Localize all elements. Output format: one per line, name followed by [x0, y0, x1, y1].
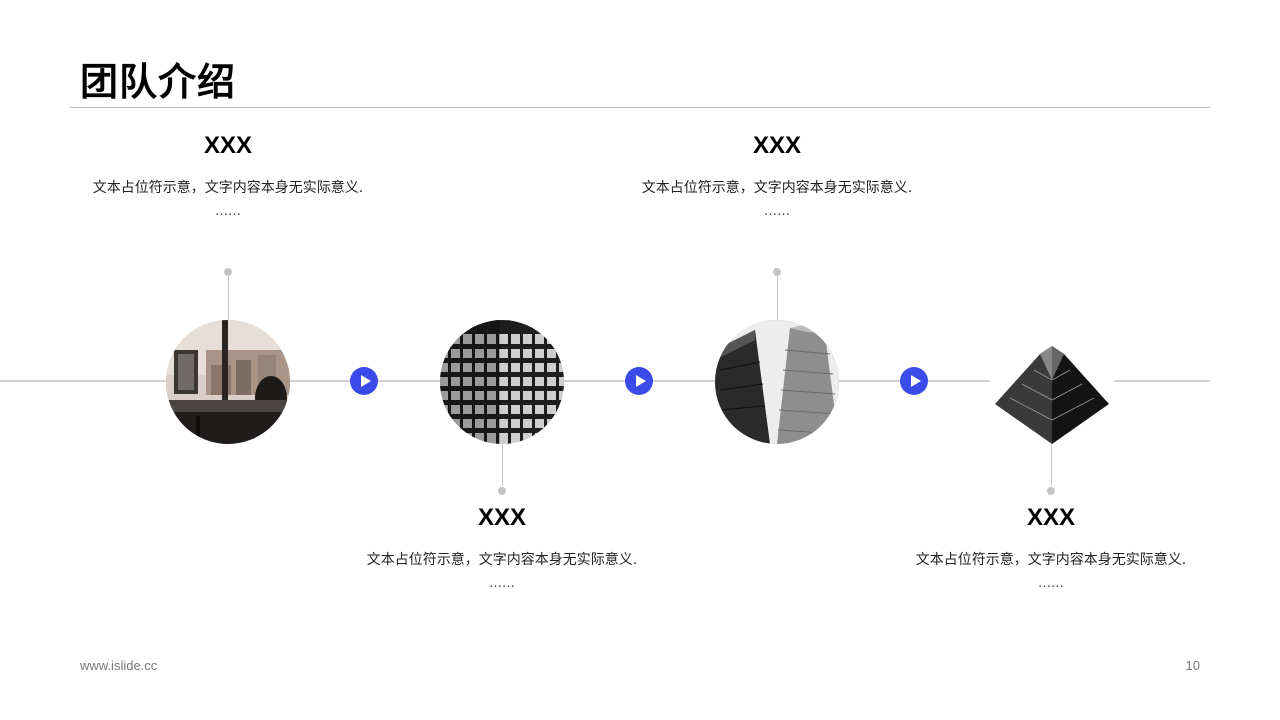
member-2-connector-line [502, 444, 503, 486]
member-3-connector-dot [773, 268, 781, 276]
page-title: 团队介绍 [80, 60, 237, 104]
play-icon[interactable] [900, 367, 928, 395]
member-3-heading: XXX [752, 132, 802, 159]
title-divider [70, 107, 1210, 108]
member-2-more: …… [489, 576, 515, 591]
member-4-heading: XXX [1026, 504, 1076, 531]
tower-photo-icon [990, 320, 1114, 444]
member-4-connector-dot [1047, 487, 1055, 495]
member-1-caption: XXX 文本占位符示意，文字内容本身无实际意义. …… [68, 130, 388, 220]
member-4-more: …… [1038, 576, 1064, 591]
member-1-connector-line [228, 276, 229, 320]
member-2-description: 文本占位符示意，文字内容本身无实际意义. [366, 552, 638, 568]
member-1-connector-dot [224, 268, 232, 276]
member-1-photo [166, 320, 290, 444]
play-icon[interactable] [625, 367, 653, 395]
member-3-connector-line [777, 276, 778, 320]
member-3-photo [715, 320, 839, 444]
member-4-caption: XXX 文本占位符示意，文字内容本身无实际意义. …… [891, 502, 1211, 592]
member-3-caption: XXX 文本占位符示意，文字内容本身无实际意义. …… [617, 130, 937, 220]
member-2-caption: XXX 文本占位符示意，文字内容本身无实际意义. …… [342, 502, 662, 592]
member-3-description: 文本占位符示意，文字内容本身无实际意义. [641, 180, 913, 196]
member-2-heading: XXX [477, 504, 527, 531]
member-4-connector-line [1051, 444, 1052, 486]
office-photo-icon [166, 320, 290, 444]
member-2-photo [440, 320, 564, 444]
member-1-more: …… [215, 204, 241, 219]
member-4-photo [990, 320, 1114, 444]
facade-photo-icon [440, 320, 564, 444]
play-icon[interactable] [350, 367, 378, 395]
footer-url: www.islide.cc [80, 658, 158, 673]
timeline-line [0, 380, 1210, 382]
member-1-description: 文本占位符示意，文字内容本身无实际意义. [92, 180, 364, 196]
page-number: 10 [1185, 658, 1200, 673]
skyscrapers-photo-icon [715, 320, 839, 444]
member-1-heading: XXX [203, 132, 253, 159]
member-4-description: 文本占位符示意，文字内容本身无实际意义. [915, 552, 1187, 568]
member-3-more: …… [764, 204, 790, 219]
member-2-connector-dot [498, 487, 506, 495]
